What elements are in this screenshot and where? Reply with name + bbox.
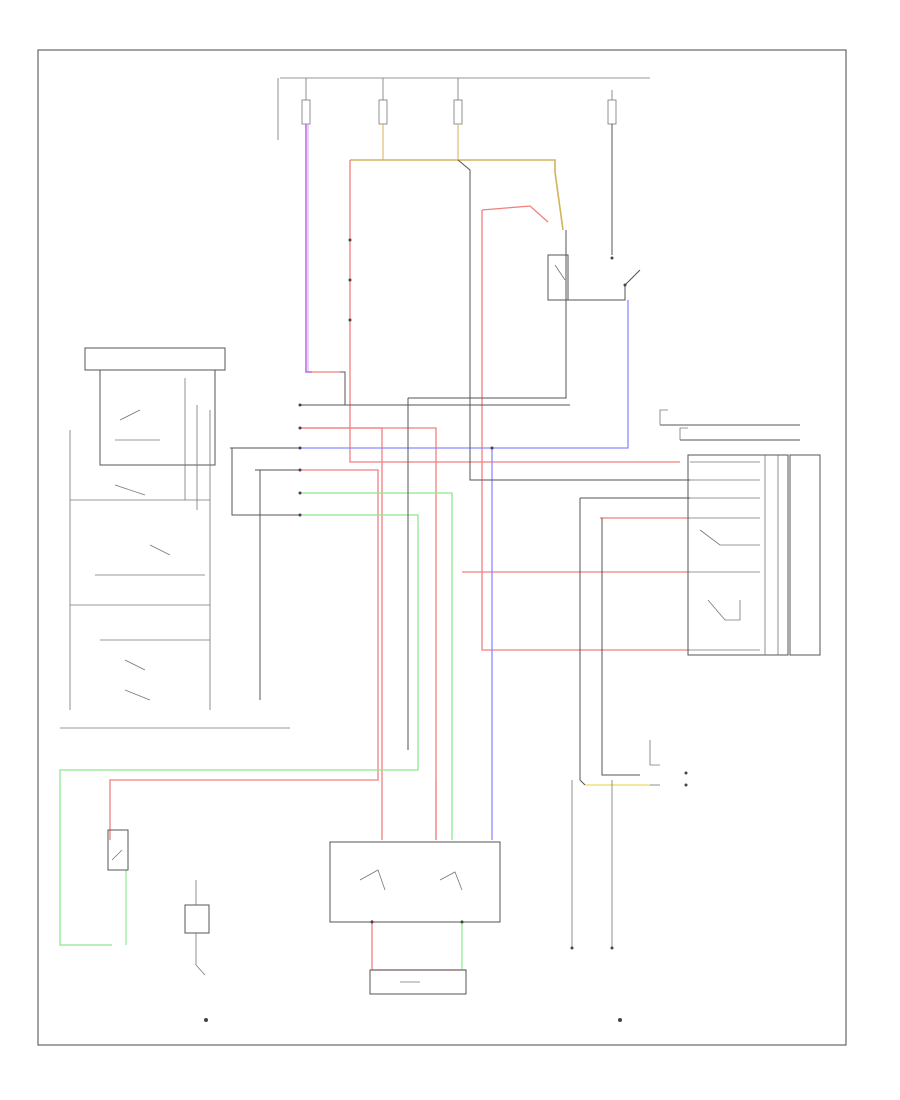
wire-red-3 [109, 469, 379, 840]
control-relay [687, 454, 821, 656]
wire-tan [350, 159, 564, 231]
relay-top [547, 254, 627, 301]
wire-red-top [349, 160, 680, 463]
wire-red-upper [481, 210, 690, 651]
wire-red-fuse [481, 205, 549, 223]
wire-blue-1 [300, 300, 629, 449]
black-wires [230, 124, 800, 786]
window-motor-switch [329, 841, 501, 924]
terminals [298, 238, 494, 517]
window-motor [369, 969, 467, 995]
wire-red-6 [371, 920, 466, 971]
wire-green-2 [59, 514, 419, 946]
grounds [570, 771, 688, 1022]
diagram-frame [37, 49, 847, 1046]
power-window-master-switch [60, 347, 290, 729]
left-motor [107, 829, 129, 871]
wire-green-1 [300, 492, 453, 840]
wire-red-1 [300, 427, 383, 840]
wire-purple [305, 124, 312, 373]
fuse-row [277, 77, 650, 140]
lower-switch [184, 880, 210, 1022]
wire-red-2 [300, 427, 437, 840]
